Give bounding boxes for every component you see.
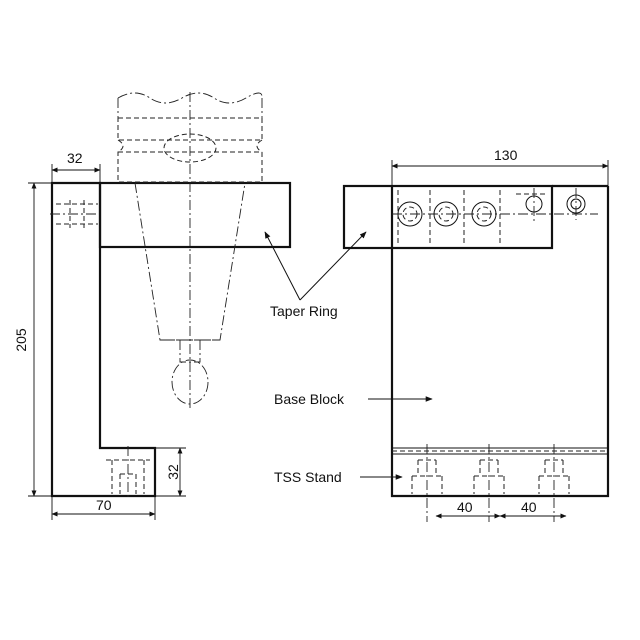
foot-bolt-hidden [106,446,150,498]
taper-ring-left [98,181,292,249]
side-bolt-hidden [50,200,102,228]
dim-pitch-2: 40 [521,499,537,515]
callouts: Taper Ring Base Block TSS Stand [264,231,433,485]
taper-ring-right [342,184,554,250]
dim-base-length: 70 [96,497,112,513]
dim-block-width: 130 [494,147,518,163]
label-taper-ring: Taper Ring [270,303,338,319]
ring-bolt-holes [392,188,598,244]
label-base-block: Base Block [274,391,345,407]
left-side-view [50,92,292,498]
right-front-view [342,184,610,522]
dim-base-height: 32 [165,464,181,480]
tool-holder-phantom [117,92,263,410]
dim-height: 205 [13,328,29,352]
tss-stand-band [392,444,608,522]
left-dimensions: 32 205 70 32 [13,150,186,520]
label-tss-stand: TSS Stand [274,469,342,485]
base-block-outline [390,186,610,498]
dim-pitch-1: 40 [457,499,473,515]
l-stand-outline [50,181,157,498]
right-dimensions: 130 40 40 [391,147,609,519]
dim-side-width: 32 [67,150,83,166]
